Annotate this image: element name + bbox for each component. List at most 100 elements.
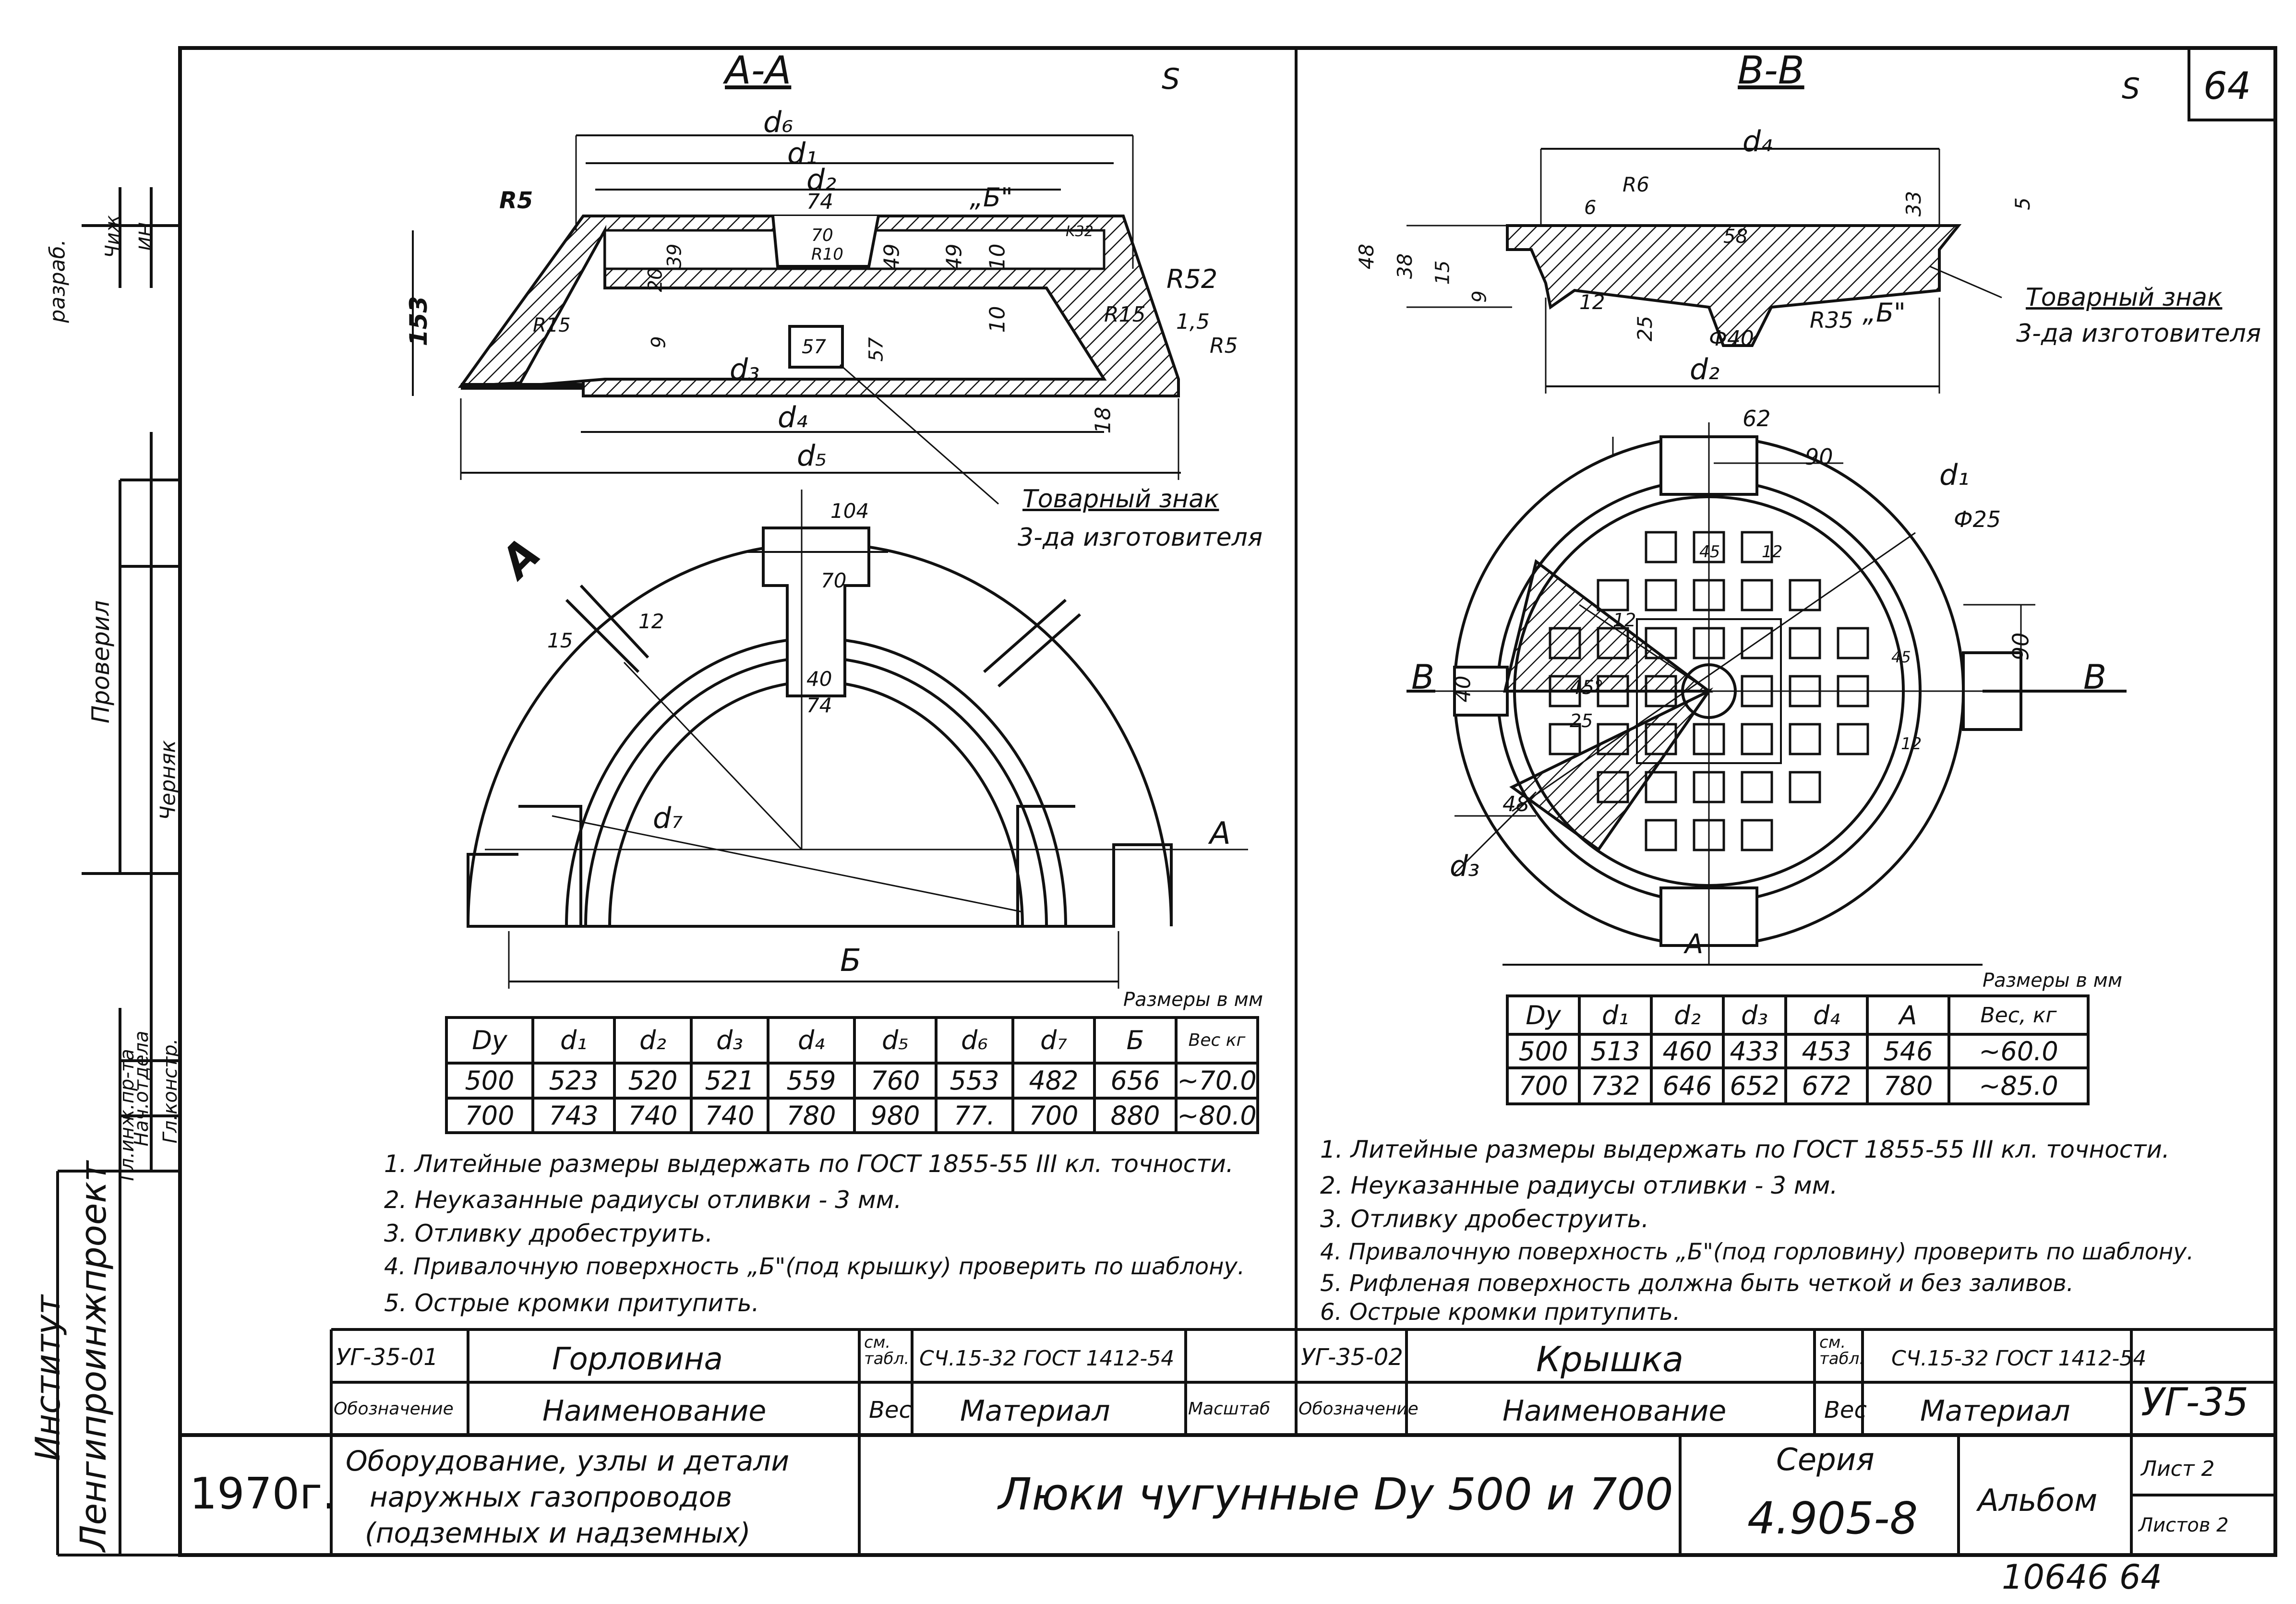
rt-r0-6: ~60.0: [1979, 1036, 2058, 1066]
rb-6: 6: [1584, 197, 1597, 219]
rib-square: [1789, 627, 1821, 659]
dim-r15-left: R15: [533, 314, 571, 336]
dim-57b: 57: [865, 337, 888, 362]
album-label: Альбом: [1978, 1483, 2098, 1519]
rib-square: [1597, 771, 1629, 803]
rib-square: [1741, 531, 1773, 563]
rb-f40: Ф40: [1709, 326, 1754, 351]
lt-r0-0: 500: [465, 1065, 515, 1096]
rt-r0-1: 513: [1590, 1036, 1640, 1066]
role-2: Нач.отдела: [131, 1030, 153, 1147]
rp-48: 48: [1503, 792, 1529, 816]
rp-90b: 90: [2007, 632, 2034, 661]
lt-r0-3: 521: [705, 1065, 755, 1096]
lt-h-7: d₇: [1040, 1025, 1067, 1055]
rt-h-3: d₃: [1741, 1000, 1768, 1030]
rb-9: 9: [1468, 290, 1491, 303]
rt-r0-3: 433: [1730, 1036, 1779, 1066]
rt-r0-4: 453: [1802, 1036, 1851, 1066]
dim-r5-right: R5: [1210, 334, 1238, 358]
lt-r1-9: ~80.0: [1177, 1100, 1257, 1131]
rib-square: [1741, 579, 1773, 611]
institute-name: Ленгипроинжпроект: [73, 1161, 114, 1552]
desc-2: наружных газопроводов: [370, 1481, 733, 1513]
dim-49b: 49: [942, 243, 967, 271]
top-role: разраб.: [45, 239, 70, 323]
spec-h-ves2: Вес: [1824, 1397, 1867, 1424]
plan-15: 15: [547, 629, 573, 652]
rib-square: [1789, 723, 1821, 755]
lt-h-5: d₅: [882, 1025, 909, 1055]
dim-49a: 49: [879, 243, 904, 271]
dim-10b: 10: [985, 306, 1010, 333]
s-mark-right: S: [2122, 72, 2140, 106]
dim-r15-right: R15: [1104, 302, 1146, 327]
lt-h-4: d₄: [798, 1025, 825, 1055]
rb-12: 12: [1579, 290, 1605, 314]
dim-r5-top: R5: [499, 187, 533, 214]
rt-r0-5: 546: [1883, 1036, 1933, 1066]
institute-label: Институт: [28, 1295, 68, 1461]
dim-18: 18: [1091, 407, 1116, 434]
spec-h-designation: Обозначение: [334, 1399, 454, 1419]
lt-r0-2: 520: [628, 1065, 678, 1096]
rt-h-2: d₂: [1674, 1000, 1701, 1030]
dim-1-5: 1,5: [1176, 310, 1210, 334]
lt-r1-7: 700: [1029, 1100, 1079, 1131]
units-right: Размеры в мм: [1983, 970, 2123, 992]
trademark-left-1: Товарный знак: [1022, 485, 1219, 514]
spec-left-code: УГ-35-01: [336, 1344, 438, 1371]
dim-d1: d₁: [787, 137, 817, 170]
role-3: Гл.констр.: [159, 1038, 181, 1144]
rp-12a: 12: [1762, 542, 1783, 562]
rib-square: [1549, 627, 1581, 659]
rp-25b: 25: [1570, 710, 1593, 731]
lt-h-9: Вес кг: [1188, 1030, 1246, 1050]
drawing-title: Люки чугунные Dу 500 и 700: [998, 1469, 1673, 1520]
lt-r0-9: ~70.0: [1177, 1065, 1257, 1096]
left-table-grid: [445, 1016, 1259, 1134]
dim-39: 39: [663, 243, 686, 268]
rib-square: [1741, 723, 1773, 755]
rt-h-1: d₁: [1602, 1000, 1629, 1030]
rp-12b: 12: [1613, 610, 1636, 631]
rib-square: [1645, 579, 1677, 611]
top-name-2: ИН: [135, 222, 157, 251]
rib-square: [1837, 627, 1869, 659]
dim-r10: R10: [811, 245, 843, 264]
lt-r1-1: 743: [549, 1100, 599, 1131]
lt-r0-5: 760: [870, 1065, 920, 1096]
rp-45a: 45: [1699, 542, 1720, 562]
lt-r1-0: 700: [465, 1100, 515, 1131]
section-aa-title: А-А: [725, 48, 792, 93]
spec-h-ves: Вес: [869, 1397, 912, 1424]
rt-r1-6: ~85.0: [1979, 1071, 2058, 1101]
rib-square: [1789, 579, 1821, 611]
dim-d5: d₅: [797, 439, 827, 473]
dim-57a: 57: [802, 336, 826, 358]
right-note-1: 1. Литейные размеры выдержать по ГОСТ 18…: [1320, 1136, 2170, 1163]
lt-r0-8: 656: [1110, 1065, 1160, 1096]
lt-r1-6: 77.: [954, 1100, 995, 1131]
right-table-grid: [1506, 994, 2090, 1105]
rb-38: 38: [1393, 253, 1417, 279]
rb-33: 33: [1902, 191, 1926, 217]
list-label: Лист 2: [2141, 1457, 2215, 1481]
dim-10a: 10: [985, 243, 1010, 271]
trademark-right-1: Товарный знак: [2026, 283, 2223, 312]
aa-section: [412, 134, 1181, 505]
album-code: УГ-35: [2141, 1380, 2248, 1424]
rib-square: [1645, 771, 1677, 803]
rib-square: [1645, 819, 1677, 851]
left-note-4: 4. Привалочную поверхность „Б"(под крышк…: [384, 1253, 1245, 1280]
rp-45b: 45: [1891, 648, 1911, 666]
rb-5: 5: [2010, 197, 2034, 210]
dim-74: 74: [806, 190, 833, 214]
spec-right-code: УГ-35-02: [1301, 1344, 1403, 1371]
rp-d3: d₃: [1450, 850, 1480, 883]
s-mark-left: S: [1162, 62, 1180, 96]
rt-r1-4: 672: [1802, 1071, 1851, 1101]
lt-r1-8: 880: [1110, 1100, 1160, 1131]
rib-square: [1837, 723, 1869, 755]
rib-square: [1645, 723, 1677, 755]
